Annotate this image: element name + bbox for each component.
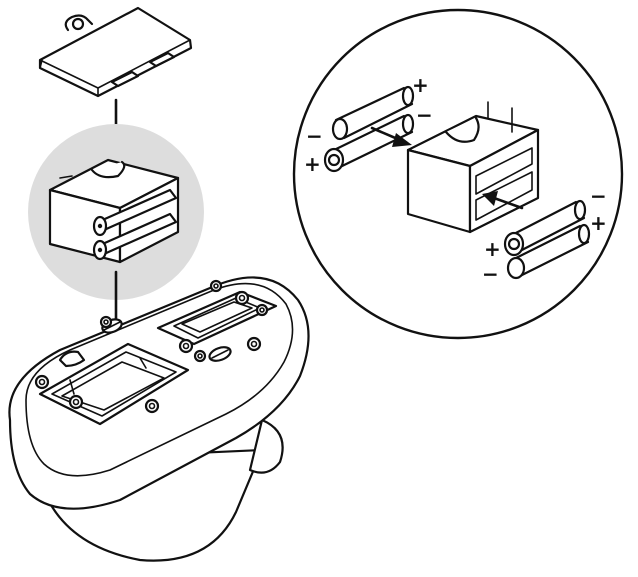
screw-icon [193, 349, 207, 363]
arrow-left-icon [482, 191, 524, 210]
polarity-plus-label: + [304, 152, 321, 176]
battery-holder-loaded [48, 158, 180, 264]
device-body [8, 276, 310, 562]
screws [34, 279, 269, 414]
polarity-minus-label: − [306, 124, 323, 148]
screw-icon [246, 336, 262, 352]
screw-icon [144, 398, 160, 414]
screw-icon [255, 303, 269, 317]
battery-cover [38, 6, 193, 98]
screw-icon [34, 374, 50, 390]
screw-icon [178, 338, 194, 354]
battery-pair-left [323, 85, 415, 173]
screw-icon [209, 279, 223, 293]
screw-icon [68, 394, 84, 410]
polarity-plus-label: + [484, 237, 501, 261]
polarity-plus-label: + [590, 211, 607, 235]
polarity-minus-label: − [416, 103, 433, 127]
polarity-minus-label: − [482, 262, 499, 286]
polarity-minus-label: − [590, 184, 607, 208]
arrow-right-icon [370, 126, 412, 147]
battery-pair-right [503, 199, 591, 280]
screw-icon [99, 315, 113, 329]
polarity-plus-label: + [412, 73, 429, 97]
screw-icon [234, 290, 250, 306]
detail-view: + − − + − + + − [292, 8, 624, 340]
